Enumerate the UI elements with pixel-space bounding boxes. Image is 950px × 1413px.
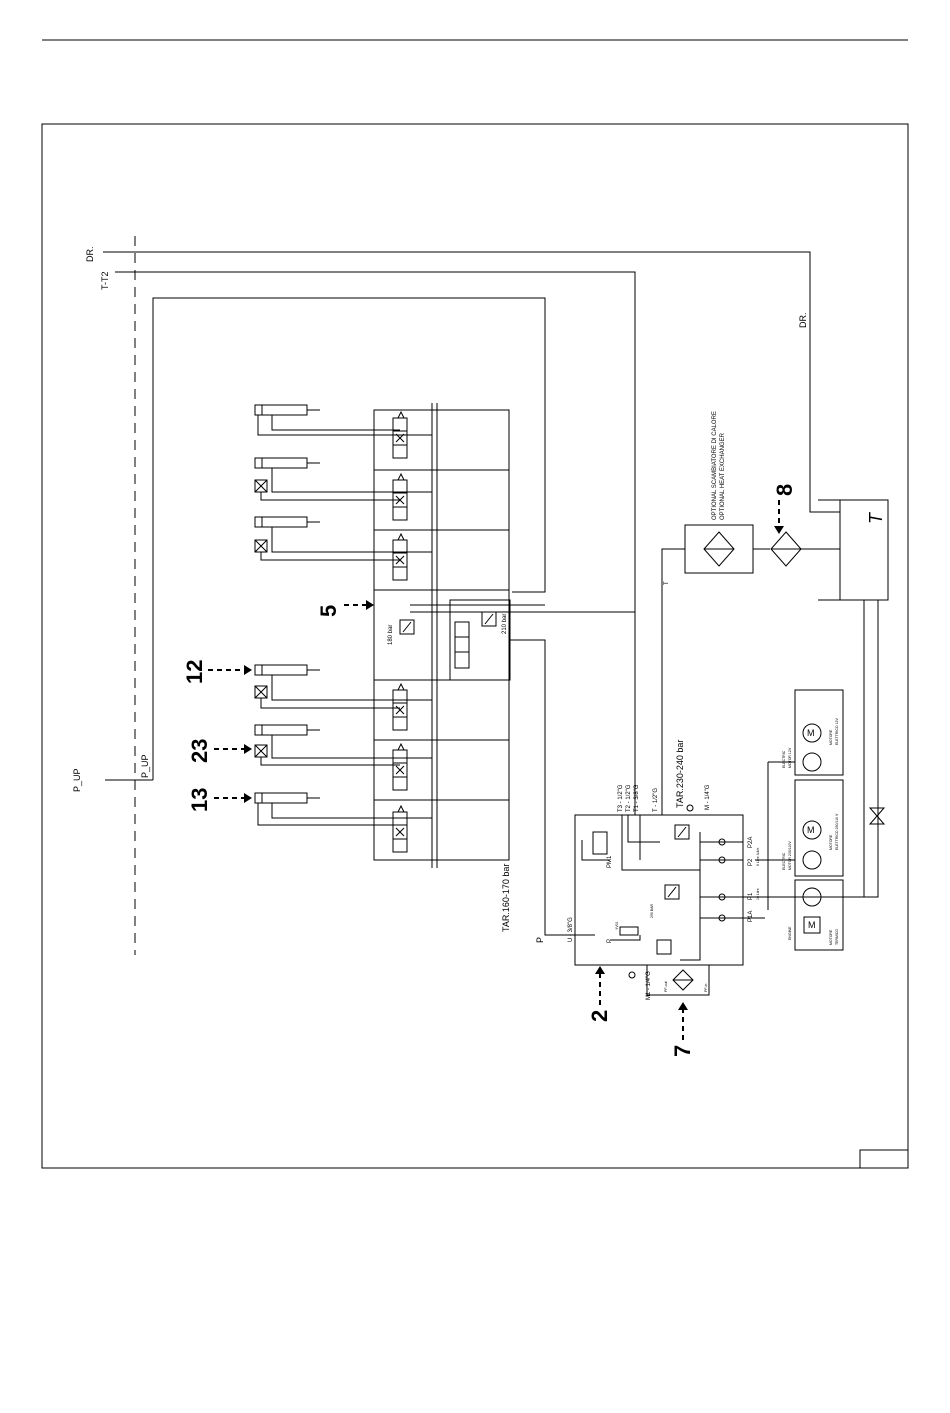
directional-valve-1: [392, 410, 408, 459]
p-up-label-left: P_UP: [72, 768, 82, 792]
valve-block: [373, 403, 510, 868]
svg-text:ENGINE: ENGINE: [788, 926, 792, 940]
directional-valve-3: [392, 532, 408, 581]
cylinder-13: [254, 792, 432, 826]
callout-5: 5: [316, 600, 374, 617]
dr-label: DR.: [85, 247, 95, 263]
svg-text:ELETTRICO 230/110 V: ELETTRICO 230/110 V: [835, 813, 839, 850]
title-box: [859, 1149, 909, 1169]
callout-13: 13: [187, 788, 252, 812]
p2-flow-label: 6 Litre /Lit/e.: [756, 847, 760, 866]
motor-12v: M ELECTRIC MOTOR 12V MOTORE ELETTRICO 12…: [768, 689, 844, 776]
port-t3: T3 - 1/2"G: [618, 784, 624, 812]
port-t: T - 1/2"G: [653, 788, 659, 812]
p2-label: P2: [748, 858, 754, 866]
svg-text:TERMICO: TERMICO: [835, 929, 839, 945]
tar-power-unit-label: TAR.230-240 bar: [675, 740, 685, 808]
drawing-frame: [41, 123, 909, 1169]
t-t2-line: [115, 271, 636, 815]
bar290-label: 290 BAR: [650, 904, 654, 918]
yv01-label: YV01: [615, 921, 619, 930]
tar-main-label: TAR.160-170 bar: [501, 864, 511, 932]
t-t2-label: T-T2: [100, 271, 110, 290]
svg-text:2: 2: [587, 1010, 612, 1022]
port-t2: T2 - 1/2"G: [626, 784, 632, 812]
svg-text:13: 13: [187, 788, 212, 812]
p1-label: P1: [748, 892, 754, 900]
dr-label-tank: DR.: [798, 313, 808, 329]
pf-out-label: PF-out: [664, 981, 668, 992]
filter-8: [770, 531, 840, 567]
svg-text:ELETTRICO 12V: ELETTRICO 12V: [835, 717, 839, 745]
svg-text:MOTORE: MOTORE: [829, 834, 833, 850]
svg-text:M: M: [807, 728, 815, 738]
p1-flow-label: 16 Litre: [756, 888, 760, 900]
svg-text:8: 8: [772, 484, 797, 496]
pm1-label: PM1: [607, 855, 613, 868]
shutoff-valve: [868, 807, 886, 825]
pf-in-label: PF-in: [704, 984, 708, 992]
relief-210-label: 210 bar: [502, 614, 508, 634]
svg-text:ELECTRIC: ELECTRIC: [782, 852, 786, 870]
directional-valve-5: [392, 742, 408, 791]
cylinder-1: [254, 404, 432, 436]
t-return-label: T: [664, 581, 670, 585]
p-up-line: [152, 297, 546, 780]
svg-text:T: T: [866, 511, 886, 524]
engine: M ENGINE MOTORE TERMICO: [788, 879, 844, 951]
svg-text:M: M: [808, 920, 816, 930]
svg-text:5: 5: [316, 605, 341, 617]
heat-exchanger-label-it: OPTIONAL SCAMBIATORE DI CALORE: [712, 411, 718, 520]
port-t1: T1 - 3/8"G: [634, 784, 640, 812]
motor-230v: M ELECTRIC MOTOR 230/110V MOTORE ELETTRI…: [755, 779, 844, 877]
p1a-label: P1A: [748, 911, 754, 922]
p2a-label: P2A: [748, 837, 754, 848]
p-left-label: P: [535, 937, 545, 943]
heat-exchanger-label-en: OPTIONAL HEAT EXCHANGER: [720, 432, 726, 520]
svg-text:MOTOR 230/110V: MOTOR 230/110V: [788, 841, 792, 870]
svg-text:7: 7: [670, 1045, 695, 1057]
callout-8: 8: [772, 484, 797, 534]
cylinder-2: [254, 457, 432, 501]
svg-text:MOTORE: MOTORE: [829, 929, 833, 945]
svg-text:12: 12: [182, 660, 207, 684]
directional-valve-2: [392, 472, 408, 521]
svg-text:MOTOR 12V: MOTOR 12V: [788, 747, 792, 768]
power-unit: [574, 804, 765, 996]
tank: T: [700, 499, 889, 898]
cylinder-3: [254, 516, 432, 561]
port-m: M - 1/4"G: [705, 784, 711, 810]
svg-text:MOTORE: MOTORE: [829, 729, 833, 745]
dr-line: [103, 251, 840, 513]
callout-7: 7: [670, 1002, 695, 1057]
cylinder-12: [254, 664, 432, 709]
p-up-label-right: P_UP: [140, 754, 150, 778]
relief-180-label: 180 bar: [388, 625, 394, 645]
directional-valve-6: [392, 804, 408, 853]
cylinder-23: [254, 724, 432, 766]
callout-2: 2: [587, 966, 612, 1022]
callout-12: 12: [182, 660, 252, 684]
svg-text:M: M: [807, 825, 815, 835]
p-port-label: P: [607, 939, 613, 943]
directional-valve-4: [392, 682, 408, 731]
relief-valve-section: 180 bar 210 bar: [388, 599, 635, 936]
svg-text:ELECTRIC: ELECTRIC: [782, 750, 786, 768]
u-port-label: U - 3/8"G: [568, 917, 574, 942]
port-m1: M1 - 1/4"G: [646, 971, 652, 1000]
svg-text:23: 23: [187, 739, 212, 763]
heat-exchanger: [661, 524, 770, 815]
callout-23: 23: [187, 739, 252, 763]
